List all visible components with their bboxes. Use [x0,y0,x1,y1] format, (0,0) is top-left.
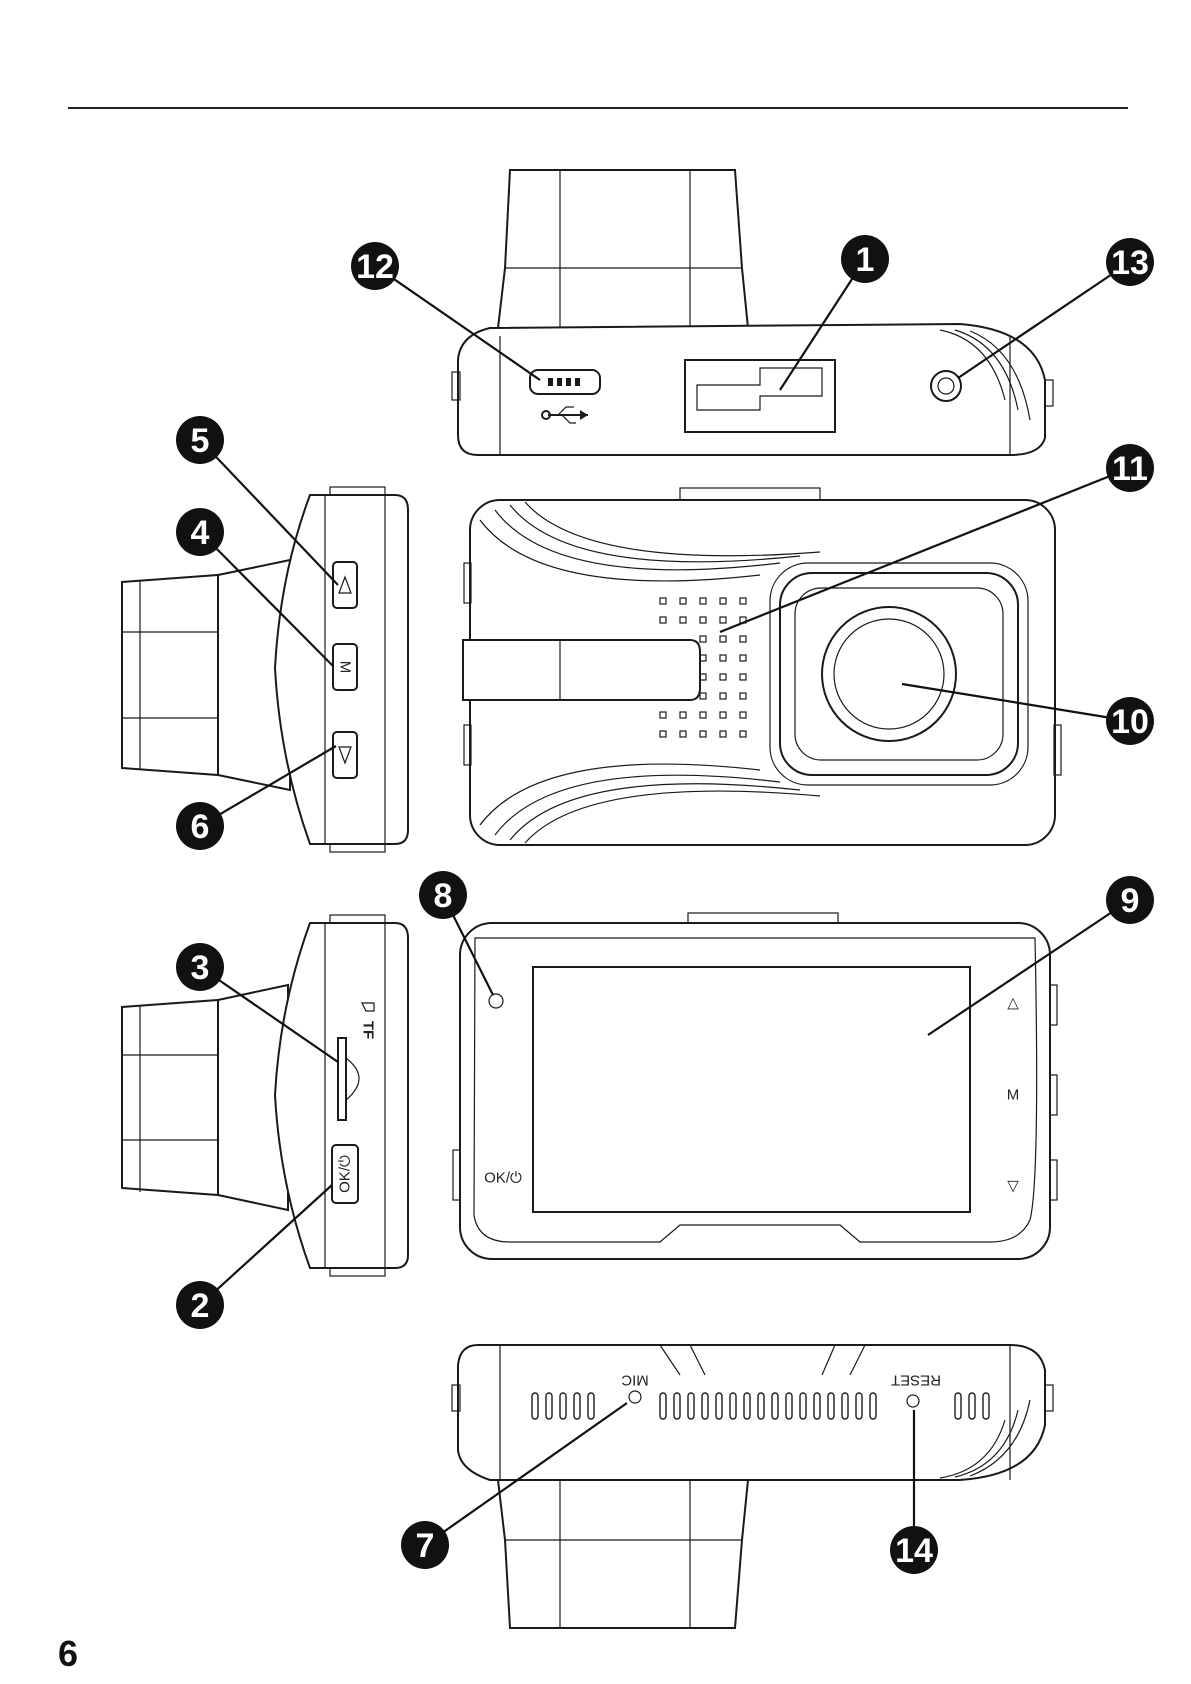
ok-power-button-label: OK/⏻ [337,1155,354,1193]
svg-text:1: 1 [856,241,875,279]
svg-text:5: 5 [191,422,210,460]
callout-8: 8 [419,871,467,919]
callout-6: 6 [176,802,224,850]
callout-1: 1 [841,235,889,283]
ok-power-label: OK/⏻ [484,1170,522,1187]
vent-slots [531,1392,990,1420]
svg-text:14: 14 [895,1532,933,1570]
camera-lens [821,606,957,742]
page-number: 6 [58,1633,78,1674]
sd-card-icon [361,1002,375,1012]
down-arrow-label: ▽ [1007,1178,1019,1195]
menu-label: M [1007,1087,1020,1104]
svg-text:8: 8 [434,877,453,915]
mic-label: MIC [621,1372,649,1389]
usb-port [529,369,601,395]
back-body [459,922,1051,1260]
front-view [462,487,1062,846]
ok-power-button[interactable] [331,1144,359,1204]
down-arrow-icon [338,746,352,765]
bottom-body [457,1344,1046,1481]
top-lens-barrel [496,169,750,329]
callout-5: 5 [176,416,224,464]
svg-text:2: 2 [191,1287,210,1325]
svg-text:10: 10 [1111,703,1149,741]
callout-12: 12 [351,242,399,290]
reset-hole[interactable] [906,1394,920,1408]
status-led [488,993,504,1009]
svg-text:7: 7 [416,1527,435,1565]
callout-7: 7 [401,1521,449,1569]
menu-button[interactable] [332,643,358,691]
back-bezel [473,937,1038,1243]
mic-hole [628,1390,642,1404]
callout-10: 10 [1106,697,1154,745]
display-screen [532,966,971,1213]
callout-2: 2 [176,1281,224,1329]
front-mount-strip [462,639,701,701]
callout-9: 9 [1106,876,1154,924]
callout-11: 11 [1106,444,1154,492]
left-side-view: M [121,486,409,853]
svg-text:13: 13 [1111,244,1149,282]
svg-text:12: 12 [356,248,394,286]
down-button[interactable] [332,731,358,779]
usb-icon [541,406,588,424]
tf-label: TF [360,1021,377,1039]
up-arrow-label: △ [1007,995,1019,1012]
top-view [451,169,1054,456]
up-button[interactable] [332,561,358,609]
callout-14: 14 [890,1526,938,1574]
av-jack [930,370,962,402]
sd-card-slot[interactable] [337,1037,347,1121]
svg-text:3: 3 [191,949,210,987]
svg-text:11: 11 [1112,450,1148,488]
reset-label: RESET [891,1372,941,1389]
svg-text:6: 6 [191,808,210,846]
left-side-view-sd: TF OK/⏻ [121,914,409,1277]
usb-pins [548,378,580,386]
back-view: △ M ▽ OK/⏻ [452,912,1058,1260]
callout-3: 3 [176,943,224,991]
svg-text:9: 9 [1121,882,1140,920]
menu-button-label: M [337,661,354,674]
up-arrow-icon [338,575,352,594]
svg-text:4: 4 [191,514,210,552]
bottom-lens-barrel [496,1479,750,1629]
callout-4: 4 [176,508,224,556]
side-lens-barrel [121,573,219,777]
callout-13: 13 [1106,238,1154,286]
speaker-grille [659,597,747,738]
bottom-view: MIC RESET [451,1344,1054,1629]
